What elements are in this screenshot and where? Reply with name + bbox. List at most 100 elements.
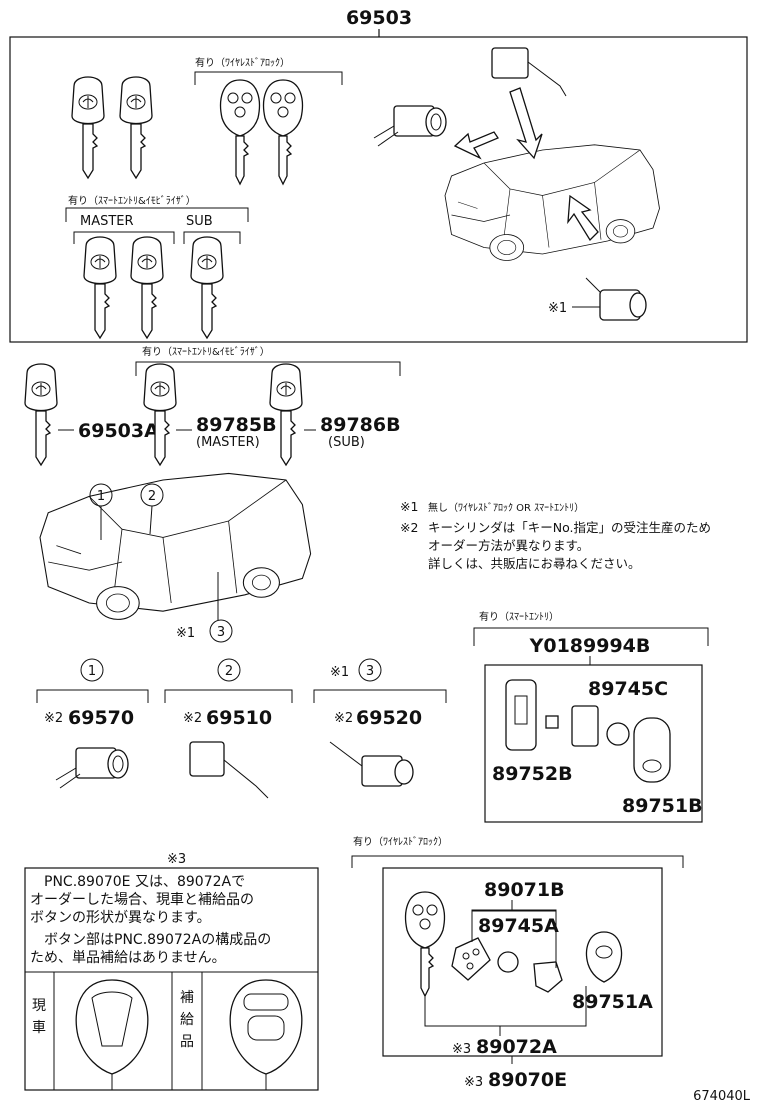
note3-supply-label-2: 給 <box>180 1012 194 1028</box>
key2-part: 89785B <box>196 414 277 436</box>
callout-1: 1 <box>97 489 105 504</box>
cylinder-69520-icon <box>329 741 414 787</box>
wireless-part-89751a: 89751A <box>572 991 653 1013</box>
callout-3: 3 <box>217 625 225 640</box>
supply-button-shape-icon <box>229 979 303 1090</box>
key2-sub: (MASTER) <box>196 435 260 450</box>
wireless-label: 有り（ﾜｲﾔﾚｽﾄﾞｱﾛｯｸ） <box>195 56 290 69</box>
smart-bracket <box>65 207 249 222</box>
wireless-part-89072a-prefix: ※3 <box>452 1042 471 1057</box>
smart-part-89751b: 89751B <box>622 795 703 817</box>
callout-3-prefix: ※1 <box>176 626 195 641</box>
key3-sub: (SUB) <box>328 435 365 450</box>
assembly-box <box>9 36 748 343</box>
smart-key-shell-icon <box>505 679 599 751</box>
fob-key-icon <box>219 79 261 185</box>
key-89785b-icon <box>143 363 177 466</box>
rear-cylinder-icon <box>585 277 647 321</box>
key1-part: 69503A <box>78 420 159 442</box>
cyl3-callout: 3 <box>366 664 374 679</box>
note3-line1: PNC.89070E 又は、89072Aで <box>44 874 245 890</box>
main-part-number: 69503 <box>346 7 412 29</box>
door-cylinder-icon <box>491 47 567 97</box>
note3-mark: ※3 <box>167 852 186 867</box>
cyl2-bracket <box>164 689 293 703</box>
callout-2-leader <box>149 505 153 535</box>
key-69503a-icon <box>24 363 58 466</box>
wireless-assembly-bracket <box>424 986 587 1027</box>
keys-row-bracket <box>135 361 401 376</box>
note3-supply-label-1: 補 <box>180 990 194 1006</box>
cyl1-part: 69570 <box>68 707 134 729</box>
wireless-inner-bracket <box>471 909 557 912</box>
cyl1-bracket <box>36 689 149 703</box>
note3-line3: ボタンの形状が異なります。 <box>30 910 211 926</box>
note-2-line2: オーダー方法が異なります。 <box>428 538 589 553</box>
cylinder-69510-icon <box>189 741 269 799</box>
smart-label: 有り（ｽﾏｰﾄｴﾝﾄﾘ&ｲﾓﾋﾞﾗｲｻﾞ） <box>68 194 196 207</box>
arrow-icon <box>453 87 599 242</box>
note-2-line1: キーシリンダは「キーNo.指定」の受注生産のため <box>428 520 711 535</box>
key-top-shell-icon <box>585 931 623 983</box>
fob-key-icon <box>262 79 304 185</box>
sub-label: SUB <box>186 214 213 229</box>
cyl3-prefix: ※2 <box>334 711 353 726</box>
coin-battery-icon <box>497 951 519 973</box>
note-1-text: 無し（ﾜｲﾔﾚｽﾄﾞｱﾛｯｸ OR ｽﾏｰﾄｴﾝﾄﾘ） <box>428 501 584 514</box>
cyl2-callout-circle <box>217 658 241 682</box>
current-button-shape-icon <box>75 979 149 1090</box>
wireless-key-icon <box>404 891 446 997</box>
cyl1-callout-circle <box>80 658 104 682</box>
cyl3-callout-circle <box>358 658 382 682</box>
smart-part-89752b: 89752B <box>492 763 573 785</box>
callout-3-circle <box>209 619 233 643</box>
wireless-box-bracket <box>351 855 684 868</box>
button-pad-icon <box>451 937 491 981</box>
wireless-bracket <box>194 71 343 85</box>
callout-2: 2 <box>148 489 156 504</box>
key3-part: 89786B <box>320 414 401 436</box>
cyl3-bracket <box>313 689 447 703</box>
note3-line2: オーダーした場合、現車と補給品の <box>30 891 254 908</box>
wireless-part-89070e: 89070E <box>488 1069 567 1091</box>
smart-key-icon <box>190 236 224 339</box>
wireless-part-89072a: 89072A <box>476 1036 557 1058</box>
smart-box-bracket <box>473 627 709 646</box>
wireless-box-label: 有り（ﾜｲﾔﾚｽﾄﾞｱﾛｯｸ） <box>353 835 448 848</box>
master-bracket <box>73 231 175 244</box>
sub-bracket <box>183 231 241 244</box>
key-case-icon <box>533 961 563 993</box>
note-2-mark: ※2 <box>400 520 418 535</box>
note3-line4: ボタン部はPNC.89072Aの構成品の <box>44 932 271 948</box>
note-1-mark: ※1 <box>400 499 418 514</box>
note-2-line3: 詳しくは、共販店にお尋ねください。 <box>428 556 641 571</box>
wireless-box-frame <box>382 867 663 1057</box>
smart-box-label: 有り（ｽﾏｰﾄｴﾝﾄﾘ） <box>479 610 559 623</box>
master-label: MASTER <box>80 214 134 229</box>
cylinder-69570-icon <box>55 747 129 789</box>
note3-current-label: 現 <box>32 998 46 1014</box>
wireless-part-89745a: 89745A <box>478 915 559 937</box>
keys-row-smart-label: 有り（ｽﾏｰﾄｴﾝﾄﾘ&ｲﾓﾋﾞﾗｲｻﾞ） <box>142 345 270 358</box>
note-ref-1: ※1 <box>548 301 567 316</box>
smart-box-part: Y0189994B <box>529 635 651 657</box>
cyl2-prefix: ※2 <box>183 711 202 726</box>
key-icon <box>119 76 153 179</box>
smart-key-icon <box>83 236 117 339</box>
battery-icon <box>606 722 630 746</box>
note3-current-label-2: 車 <box>32 1019 46 1036</box>
wireless-part-89070e-prefix: ※3 <box>464 1075 483 1090</box>
cyl2-callout: 2 <box>225 664 233 679</box>
cyl1-prefix: ※2 <box>44 711 63 726</box>
cyl3-callout-prefix: ※1 <box>330 665 349 680</box>
cyl3-part: 69520 <box>356 707 422 729</box>
note3-supply-label-3: 品 <box>180 1034 194 1050</box>
smart-box-frame <box>484 664 703 823</box>
ignition-cylinder-icon <box>373 105 447 147</box>
key-icon <box>71 76 105 179</box>
diagram-id: 674040L <box>693 1089 751 1104</box>
cyl2-part: 69510 <box>206 707 272 729</box>
vehicle-illustration <box>444 144 660 261</box>
smart-part-89745c: 89745C <box>588 678 668 700</box>
